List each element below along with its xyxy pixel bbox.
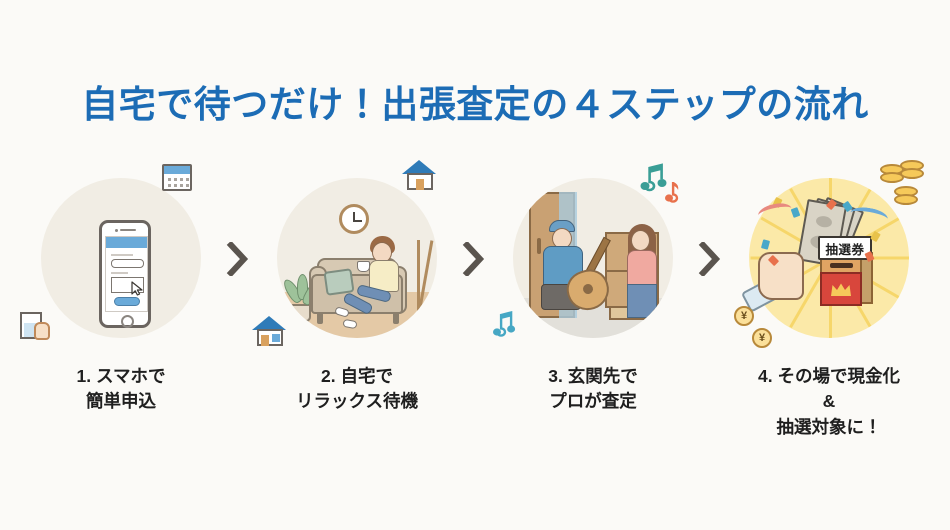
coffee-cup-icon: [357, 261, 370, 272]
step-3-caption-line-2: プロが査定: [549, 391, 637, 412]
page-title: 自宅で待つだけ！出張査定の４ステップの流れ: [81, 84, 869, 125]
arrow-3: [698, 160, 722, 490]
step-2: 2. 自宅で リラックス待機: [250, 160, 464, 490]
form-label-line-1: [111, 254, 133, 256]
phone-app-header: [106, 237, 147, 248]
sofa-leg: [393, 312, 399, 324]
step-3-illustration: [486, 160, 700, 360]
lottery-box-slot: [830, 263, 853, 268]
arrow-2: [462, 160, 486, 490]
house-icon: [252, 316, 288, 348]
step-4-illustration: 抽選券 ¥ ¥: [722, 160, 936, 360]
music-note-icon: [640, 163, 667, 192]
crown-icon: [831, 283, 851, 296]
step-1-caption: 1. スマホで 簡単申込: [14, 364, 228, 415]
ladder: [417, 240, 420, 314]
music-note-icon: [665, 182, 679, 203]
music-note-icon: [493, 310, 516, 337]
step-4-caption: 4. その場で現金化 & 抽選対象に！: [722, 364, 936, 440]
sofa-leg: [317, 312, 323, 324]
hand-icon: [758, 252, 804, 300]
step-1-illustration: [14, 160, 228, 360]
step-3-caption: 3. 玄関先で プロが査定: [486, 364, 700, 415]
yen-symbol: ¥: [740, 310, 748, 322]
step-2-circle: [277, 178, 437, 338]
chevron-right-icon: [698, 242, 721, 276]
plant-icon: [291, 304, 311, 322]
yen-coin-icon: ¥: [752, 328, 772, 348]
coin-stack-icon: [900, 168, 924, 179]
customer-lower-body: [627, 284, 657, 318]
step-3: 3. 玄関先で プロが査定: [486, 160, 700, 490]
document-hand-icon: [20, 312, 60, 348]
customer-body: [627, 250, 657, 288]
step-1: 1. スマホで 簡単申込: [14, 160, 228, 490]
form-input-1: [111, 259, 144, 268]
step-1-circle: [41, 178, 201, 338]
step-2-caption-line-1: 2. 自宅で: [321, 366, 393, 386]
step-2-caption-line-2: リラックス待機: [296, 391, 418, 412]
lottery-box-icon: [820, 272, 862, 306]
lottery-ticket-label-box: 抽選券: [818, 236, 872, 260]
phone-home-button: [121, 315, 134, 328]
form-submit-button: [114, 297, 140, 306]
step-4-caption-line-3: 抽選対象に！: [776, 416, 882, 437]
chevron-right-icon: [462, 242, 485, 276]
phone-speaker: [120, 229, 136, 231]
yen-symbol: ¥: [758, 332, 766, 344]
step-1-caption-line-1: 1. スマホで: [76, 366, 166, 386]
coin-stack-icon: [894, 194, 918, 205]
customer-head: [631, 230, 650, 251]
yen-coin-icon: ¥: [734, 306, 754, 326]
steps-row: 1. スマホで 簡単申込: [0, 160, 950, 490]
step-3-circle: [513, 178, 673, 338]
person-body: [369, 260, 399, 292]
step-4-caption-line-2: &: [822, 391, 836, 412]
step-2-caption: 2. 自宅で リラックス待機: [250, 364, 464, 415]
wall-clock-icon: [339, 204, 369, 234]
smartphone-icon: [99, 220, 151, 328]
step-4-caption-line-1: 4. その場で現金化: [758, 366, 900, 386]
cushion: [323, 268, 355, 296]
step-4: 抽選券 ¥ ¥: [722, 160, 936, 490]
step-3-caption-line-1: 3. 玄関先で: [548, 366, 638, 386]
arrow-1: [226, 160, 250, 490]
step-1-caption-line-2: 簡単申込: [86, 391, 156, 412]
chevron-right-icon: [226, 242, 249, 276]
form-label-line-2: [111, 272, 128, 274]
door-handle: [537, 238, 541, 254]
phone-screen: [105, 236, 148, 312]
lottery-ticket-label: 抽選券: [825, 242, 865, 257]
house-icon: [402, 160, 438, 192]
phone-camera-dot: [115, 229, 118, 232]
cursor-icon: [131, 281, 143, 296]
calendar-icon: [162, 164, 192, 191]
step-2-illustration: [250, 160, 464, 360]
